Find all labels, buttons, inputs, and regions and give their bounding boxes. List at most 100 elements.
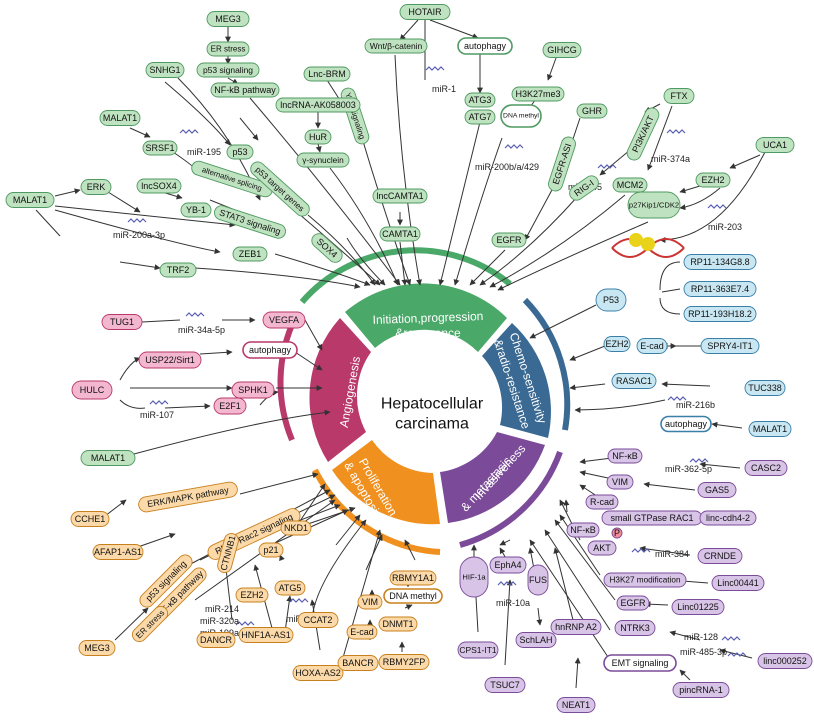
node-purple-fus: FUS — [527, 564, 549, 596]
mirna-mir128-label: miR-128 — [684, 632, 718, 642]
node-orange-bancr: BANCR — [337, 655, 379, 671]
node-orange-rbmy2fp: RBMY2FP — [378, 654, 430, 670]
node-green-malat1-low: MALAT1 — [80, 450, 136, 466]
node-label: EGFR — [496, 235, 522, 245]
node-label: YB-1 — [186, 205, 206, 215]
node-label: Linc01225 — [677, 602, 719, 612]
node-pink-usp22: USP22/Sirt1 — [138, 351, 202, 369]
node-label: RP11-363E7.4 — [691, 284, 749, 294]
node-purple-hnrnp: hnRNP A2 — [550, 619, 602, 635]
node-blue-rp1: RP11-134G8.8 — [683, 254, 757, 270]
node-label: FUS — [529, 575, 547, 585]
node-blue-autophagy: autophagy — [660, 415, 712, 433]
node-label: HOTAIR — [408, 7, 442, 17]
angio-network: miR-34a-5p miR-107 — [119, 312, 323, 420]
node-green-lnccamta1: lncCAMTA1 — [372, 188, 428, 204]
node-pink-autophagy: autophagy — [242, 341, 298, 359]
node-purple-emt: EMT signaling — [603, 654, 677, 672]
node-orange-afap1: AFAP1-AS1 — [92, 544, 144, 560]
node-label: ATG7 — [469, 112, 492, 122]
node-label: EZH2 — [701, 175, 724, 185]
center-title-line1: Hepatocellular — [381, 396, 484, 413]
node-label: NEAT1 — [562, 700, 590, 710]
node-purple-akt: AKT — [587, 540, 617, 556]
mirna-mir362-label: miR-362-5p — [665, 464, 712, 474]
node-orange-ctnnb1: CTNNB1 — [217, 532, 239, 574]
outer-arc-initiation — [299, 247, 512, 304]
node-green-atg3: ATG3 — [464, 92, 496, 108]
node-label: SchLAH — [519, 635, 552, 645]
node-label: p53 signaling — [203, 65, 253, 75]
node-green-p53: p53 — [226, 144, 254, 160]
node-label: Wnt/β-catenin — [370, 41, 423, 51]
node-purple-vim: VIM — [606, 474, 634, 490]
node-label: DANCR — [200, 635, 233, 645]
node-orange-hoxa: HOXA-AS2 — [292, 665, 344, 681]
node-label: p53 — [232, 147, 247, 157]
node-purple-rcad: R-cad — [585, 494, 619, 510]
node-purple-nfkb: NF-κB — [607, 448, 643, 464]
node-orange-dancr: DANCR — [196, 632, 236, 648]
node-label: RP11-193H18.2 — [688, 309, 752, 319]
node-label: MALAT1 — [103, 113, 137, 123]
node-label: NF-kB pathway — [214, 85, 276, 95]
node-label: autophagy — [249, 345, 292, 355]
node-blue-p53: P53 — [595, 288, 627, 312]
node-green-hur: HuR — [304, 129, 332, 145]
node-orange-rbmy1a1: RBMY1A1 — [389, 570, 437, 586]
node-label: hnRNP A2 — [555, 622, 597, 632]
node-label: AFAP1-AS1 — [94, 547, 142, 557]
central-wheel: Initiation,progression &recurrence Chemo… — [277, 247, 571, 555]
node-purple-linc01225: Linc01225 — [671, 599, 725, 615]
node-purple-linc00441: Linc00441 — [711, 575, 765, 591]
node-purple-hif: HIF-1a — [459, 556, 489, 598]
node-label: TRF2 — [167, 265, 190, 275]
mirna-mir384-label: miR-384 — [655, 549, 689, 559]
node-green-malat1-left: MALAT1 — [5, 192, 55, 208]
mirna-mir214-label: miR-214 — [205, 604, 239, 614]
node-label: linc000252 — [763, 656, 807, 666]
node-label: TSUC7 — [490, 680, 520, 690]
node-label: CAMTA1 — [382, 229, 418, 239]
node-label: AKT — [593, 543, 611, 553]
mirna-mir200b-label: miR-200b/a/429 — [475, 162, 539, 172]
node-label: MCM2 — [617, 180, 644, 190]
node-orange-ezh2: EZH2 — [235, 587, 269, 603]
node-label: HNF1A-AS1 — [241, 630, 291, 640]
node-green-stat3: STAT3 signaling — [214, 205, 286, 239]
segment-prolif — [332, 440, 440, 525]
node-green-wnt: Wnt/β-catenin — [364, 38, 428, 54]
node-purple-crnde: CRNDE — [697, 548, 743, 564]
node-label: CASC2 — [751, 463, 781, 473]
node-label: EMT signaling — [612, 658, 669, 668]
node-label: RP11-134G8.8 — [690, 257, 749, 267]
mirna-mir216b-label: miR-216b — [676, 400, 715, 410]
node-label: R-cad — [590, 497, 614, 507]
node-label: E-cad — [640, 341, 664, 351]
node-label: small GTPase RAC1 — [610, 513, 693, 523]
node-label: CCAT2 — [304, 615, 333, 625]
segment-initiation-line1: Initiation,progression — [372, 309, 483, 327]
node-purple-gas5: GAS5 — [697, 482, 737, 498]
node-blue-rp3: RP11-193H18.2 — [683, 306, 757, 322]
node-green-nfkb-pathway: NF-kB pathway — [210, 82, 280, 98]
node-label: USP22/Sirt1 — [145, 355, 195, 365]
segment-invasive — [440, 432, 545, 523]
node-green-malat1-top: MALAT1 — [99, 110, 141, 126]
node-green-ghr: GHR — [576, 103, 608, 119]
node-purple-cps1: CPS1-IT1 — [457, 641, 499, 659]
node-orange-dna-methyl: DNA methyl — [383, 588, 443, 604]
node-label: VIM — [612, 477, 628, 487]
node-label: E2F1 — [219, 401, 241, 411]
node-label: p27Kip1/CDK2 — [629, 201, 679, 210]
node-green-h3k27me3: H3K27me3 — [511, 86, 565, 102]
node-orange-atg5: ATG5 — [274, 580, 306, 596]
node-label: ATG5 — [279, 583, 302, 593]
segment-initiation-line2: &recurrence — [395, 326, 461, 340]
node-label: P — [614, 528, 620, 538]
node-pink-hulc: HULC — [71, 380, 113, 400]
node-green-snhg1: SNHG1 — [145, 62, 185, 78]
node-green-yap: YAP signaling — [340, 87, 370, 145]
node-label: MALAT1 — [13, 195, 47, 205]
